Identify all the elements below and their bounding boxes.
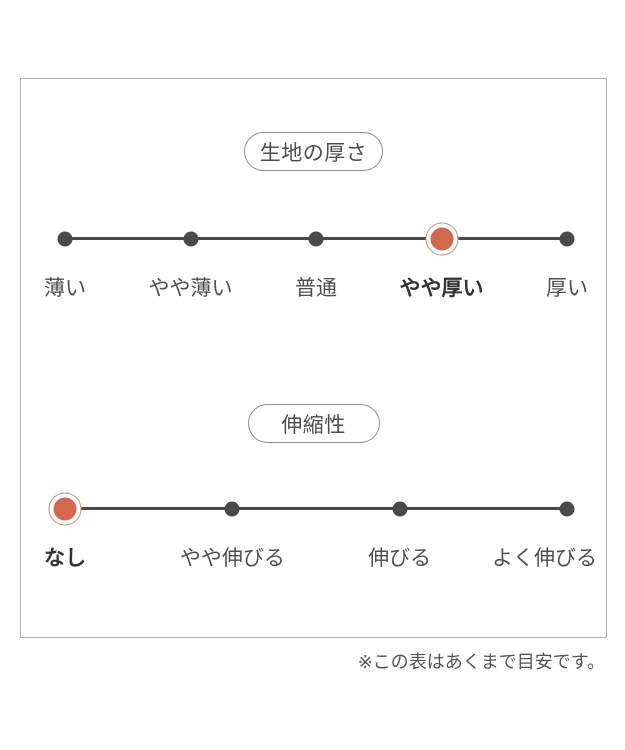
scale-label: よく伸びる: [492, 547, 597, 570]
stretch-labels: なし やや伸びる 伸びる よく伸びる: [44, 546, 597, 572]
stretch-title-pill: 伸縮性: [247, 404, 380, 443]
scale-label: やや薄い: [148, 277, 233, 300]
fabric-thickness-title: 生地の厚さ: [259, 141, 368, 165]
scale-dot: [183, 231, 198, 246]
stretch-pill-wrap: 伸縮性: [21, 404, 606, 443]
scale-label: やや伸びる: [179, 547, 285, 570]
scale-dot: [559, 501, 575, 516]
scale-label: 伸びる: [368, 547, 432, 570]
fabric-thickness-track: [57, 222, 575, 255]
scale-dot: [57, 231, 73, 246]
stretch-track: [48, 492, 575, 525]
scale-dot: [392, 501, 408, 516]
scale-label: 薄い: [44, 277, 86, 300]
scale-dot: [308, 231, 324, 246]
scale-dot: [559, 231, 575, 246]
scale-label: やや厚い: [399, 277, 484, 300]
stretch-title: 伸縮性: [281, 413, 346, 437]
scale-dot-selected: [430, 227, 453, 250]
fabric-thickness-pill-wrap: 生地の厚さ: [21, 132, 606, 171]
scale-dot: [224, 501, 240, 516]
fabric-thickness-labels: 薄い やや薄い 普通 やや厚い 厚い: [44, 276, 588, 302]
scale-dot-selected: [53, 497, 77, 520]
scale-label: 厚い: [546, 277, 588, 300]
disclaimer-note: ※この表はあくまで目安です。: [357, 652, 605, 672]
spec-frame: 生地の厚さ 薄い やや薄い 普通 やや厚い 厚い 伸縮性 なし やや伸びる 伸びる よく伸びる: [20, 78, 607, 638]
scale-label: なし: [44, 547, 86, 570]
scale-label: 普通: [295, 277, 337, 300]
fabric-thickness-title-pill: 生地の厚さ: [243, 132, 384, 171]
